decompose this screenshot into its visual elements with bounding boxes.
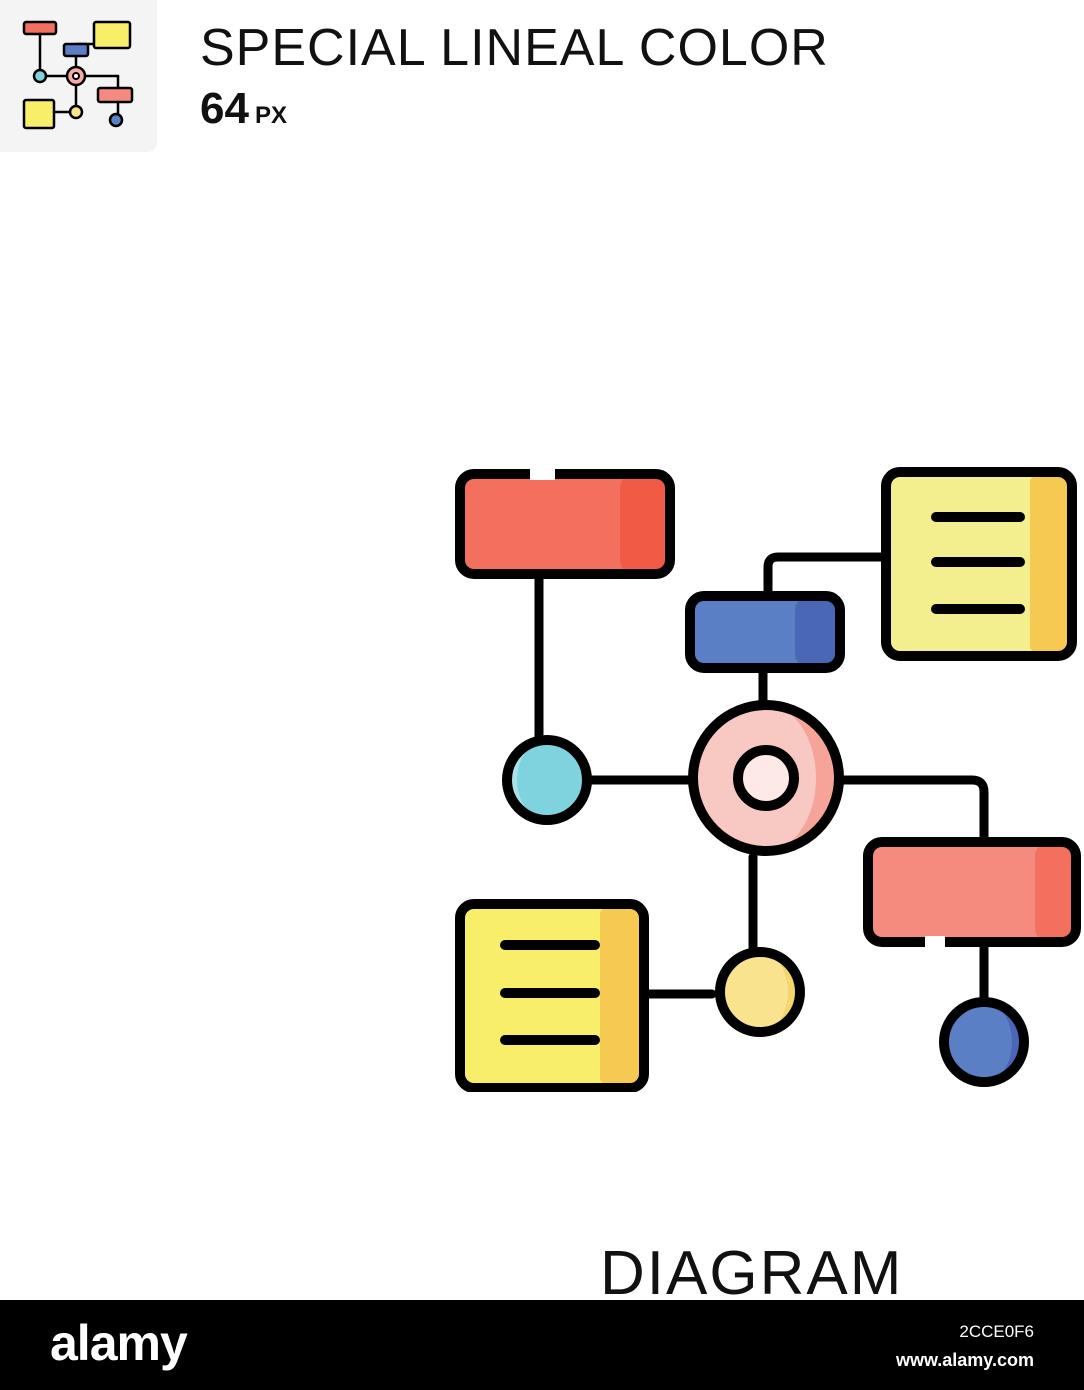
cyan-node-circle — [502, 735, 592, 825]
thumbnail-preview — [0, 0, 157, 152]
yellow-note-top-right — [881, 467, 1077, 661]
brand-logo: alamy — [50, 1315, 188, 1371]
diagram-icon — [455, 467, 1081, 1092]
pink-box-right — [863, 837, 1081, 948]
footer-bar: alamy 2CCE0F6 www.alamy.com — [0, 1300, 1084, 1390]
yellow-node-circle — [715, 947, 805, 1037]
image-id: 2CCE0F6 — [959, 1322, 1034, 1341]
site-url: www.alamy.com — [895, 1350, 1034, 1370]
icon-name-label: DIAGRAM — [600, 1239, 904, 1308]
connector-lines — [534, 552, 989, 1005]
size-unit: PX — [254, 102, 287, 129]
size-value: 64 — [200, 84, 249, 133]
central-hub-circle — [688, 700, 844, 856]
diagram-thumbnail-icon — [22, 20, 134, 130]
blue-node-circle — [939, 997, 1029, 1087]
red-box-top-left — [455, 468, 675, 579]
page-title: SPECIAL LINEAL COLOR — [200, 19, 829, 77]
yellow-note-bottom-left — [455, 899, 649, 1092]
blue-box — [685, 591, 845, 673]
